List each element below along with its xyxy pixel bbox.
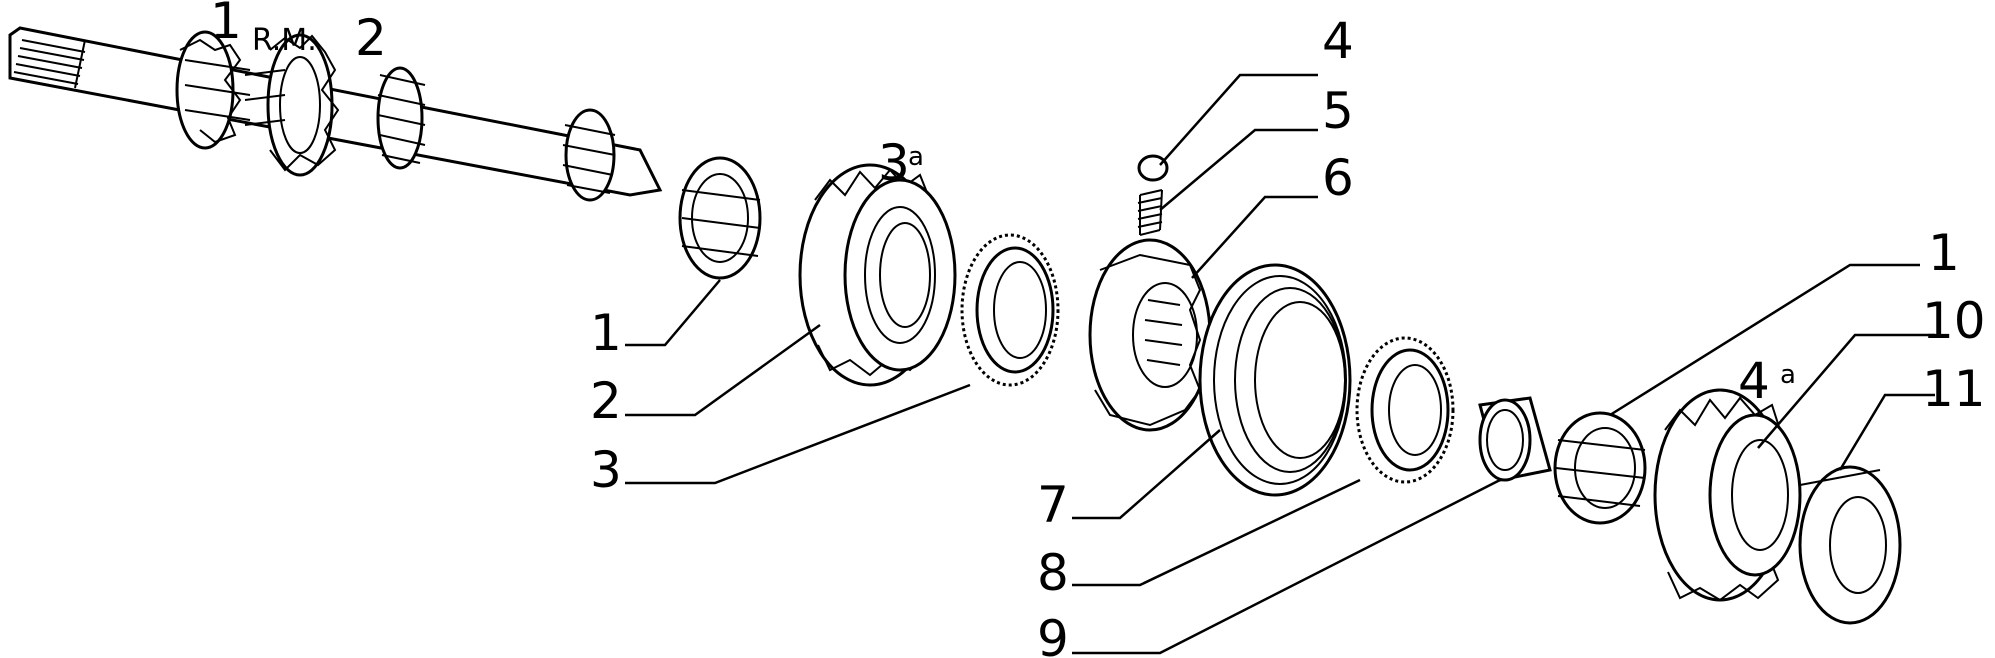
shaft-labels: 1 R.M. 2 — [210, 0, 387, 67]
needle-bearing-1 — [678, 156, 762, 280]
callout-8: 8 — [1037, 544, 1069, 602]
detent-ball-4 — [1137, 154, 1169, 182]
gear-4th-superscript: a — [1780, 360, 1796, 390]
shaft-gear-2 — [244, 33, 340, 177]
callout-10: 10 — [1922, 292, 1986, 350]
callout-7: 7 — [1037, 476, 1069, 534]
shaft-label-rm: R.M. — [252, 23, 317, 58]
gear-4th — [1653, 388, 1802, 602]
gear-3rd-superscript: a — [908, 142, 924, 172]
callout-3: 3 — [590, 441, 622, 499]
gear-4th-label: 4 a — [1738, 352, 1796, 410]
shaft-splines — [13, 39, 86, 85]
synchro-ring-3 — [960, 233, 1060, 387]
callout-2-left: 2 — [590, 372, 622, 430]
leader-lines — [625, 73, 1935, 655]
callout-1-left: 1 — [590, 304, 622, 362]
callout-6: 6 — [1322, 149, 1354, 207]
callout-1-right: 1 — [1928, 224, 1960, 282]
synchro-hub-6 — [1088, 238, 1212, 432]
thrust-washer-11 — [1798, 465, 1902, 625]
callout-5: 5 — [1322, 82, 1354, 140]
main-shaft — [8, 26, 663, 202]
gear-3rd-number: 3 — [878, 134, 910, 192]
callout-9: 9 — [1037, 610, 1069, 658]
synchro-ring-8 — [1355, 336, 1455, 484]
shaft-spline-collar — [376, 66, 426, 170]
callout-labels: 1 2 3 7 8 9 4 5 6 1 10 11 — [590, 12, 1986, 658]
detent-spring-5 — [1137, 189, 1163, 236]
bushing-9 — [1478, 396, 1552, 482]
shaft-end-bearing — [562, 108, 616, 202]
synchro-sleeve-7 — [1198, 263, 1352, 497]
shaft-gear-1 — [175, 30, 251, 150]
shaft-label-2: 2 — [355, 9, 387, 67]
gear-3rd-label: 3 a — [878, 134, 924, 192]
callout-11: 11 — [1922, 360, 1986, 418]
gear-4th-number: 4 — [1738, 352, 1770, 410]
gear-3rd — [798, 163, 957, 387]
callout-4: 4 — [1322, 12, 1354, 70]
shaft-label-1: 1 — [210, 0, 242, 50]
needle-bearing-1-right — [1553, 411, 1647, 525]
